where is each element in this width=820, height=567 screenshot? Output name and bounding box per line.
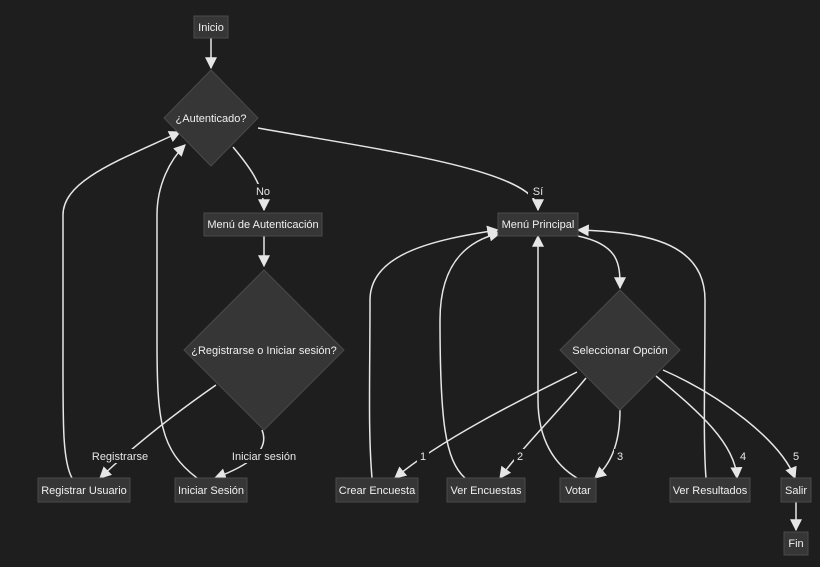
edge-autenticado-menu-auth <box>232 146 270 212</box>
node-crear-encuesta-label: Crear Encuesta <box>339 485 416 497</box>
edge-seleccionar-ver-encuestas <box>499 377 587 479</box>
node-registrar-o-iniciar-label: ¿Registrarse o Iniciar sesión? <box>191 345 337 357</box>
node-registrar-usuario-label: Registrar Usuario <box>41 485 127 497</box>
edge-registrar-registrar-usuario <box>99 384 217 479</box>
node-votar-label: Votar <box>565 485 591 497</box>
node-ver-encuestas-label: Ver Encuestas <box>451 485 522 497</box>
node-autenticado-label: ¿Autenticado? <box>176 113 247 125</box>
node-menu-autenticacion-label: Menú de Autenticación <box>207 219 318 231</box>
edge-registrar-usuario-autenticado <box>62 131 182 479</box>
node-inicio: Inicio <box>193 15 229 39</box>
node-salir: Salir <box>780 477 812 503</box>
node-menu-principal: Menú Principal <box>497 212 579 237</box>
node-votar: Votar <box>559 477 597 503</box>
edge-label-registrarse: Registrarse <box>92 451 148 463</box>
edge-label-2: 2 <box>517 451 523 463</box>
node-iniciar-sesion: Iniciar Sesión <box>174 477 248 503</box>
node-ver-encuestas: Ver Encuestas <box>446 477 526 503</box>
edge-label-si: Sí <box>533 186 543 198</box>
edge-label-5: 5 <box>793 451 799 463</box>
edge-menu-principal-seleccionar <box>577 235 626 290</box>
node-seleccionar-opcion: Seleccionar Opción <box>559 289 681 411</box>
edge-iniciar-sesion-autenticado <box>156 144 198 479</box>
node-crear-encuesta: Crear Encuesta <box>335 477 419 503</box>
node-inicio-label: Inicio <box>198 22 224 34</box>
node-seleccionar-opcion-label: Seleccionar Opción <box>572 345 667 357</box>
node-fin: Fin <box>783 531 809 556</box>
edge-label-3: 3 <box>617 451 623 463</box>
node-menu-principal-label: Menú Principal <box>502 219 575 231</box>
edge-seleccionar-salir <box>662 369 797 480</box>
node-menu-autenticacion: Menú de Autenticación <box>203 212 323 237</box>
node-fin-label: Fin <box>788 538 803 550</box>
edge-ver-encuestas-menu-principal <box>439 229 502 479</box>
node-autenticado: ¿Autenticado? <box>163 69 259 167</box>
edge-label-iniciar-sesion: Iniciar sesión <box>232 451 296 463</box>
node-registrar-usuario: Registrar Usuario <box>37 477 131 503</box>
edge-crear-menu-principal <box>368 225 500 479</box>
edge-ver-resultados-menu-principal <box>576 224 707 479</box>
edge-seleccionar-ver-resultados <box>655 375 743 480</box>
edges <box>62 38 802 532</box>
edge-seleccionar-votar <box>594 409 621 479</box>
edge-label-4: 4 <box>740 451 746 463</box>
edge-label-1: 1 <box>420 451 426 463</box>
edge-autenticado-menu-principal <box>257 127 544 212</box>
node-ver-resultados: Ver Resultados <box>669 477 751 503</box>
edge-seleccionar-crear <box>394 371 578 479</box>
edge-labels: No Sí Registrarse Iniciar sesión 1 2 3 4… <box>90 184 802 463</box>
edge-label-no: No <box>256 186 270 198</box>
node-iniciar-sesion-label: Iniciar Sesión <box>178 485 244 497</box>
node-salir-label: Salir <box>785 485 807 497</box>
nodes: Inicio ¿Autenticado? Menú de Autenticaci… <box>37 15 812 556</box>
node-ver-resultados-label: Ver Resultados <box>673 485 748 497</box>
node-registrar-o-iniciar: ¿Registrarse o Iniciar sesión? <box>183 269 345 431</box>
edge-votar-menu-principal <box>532 234 578 479</box>
